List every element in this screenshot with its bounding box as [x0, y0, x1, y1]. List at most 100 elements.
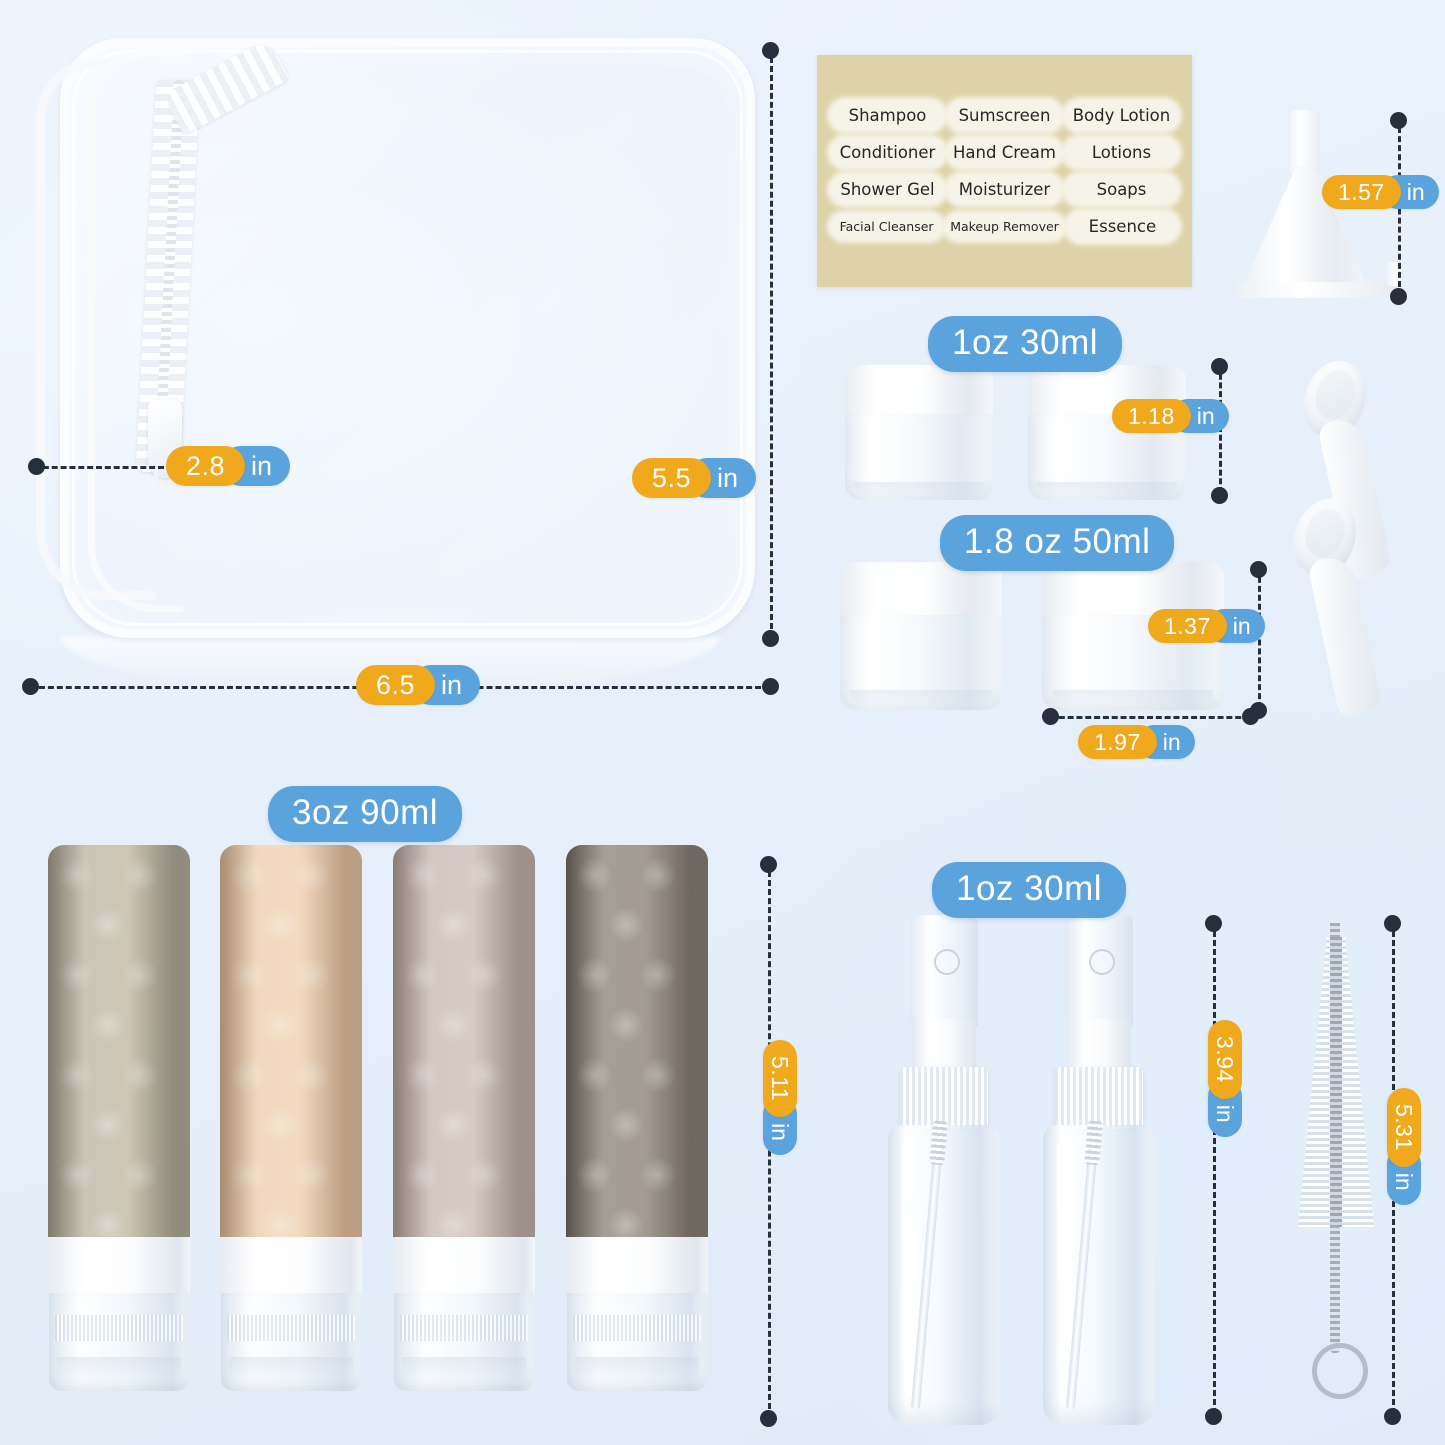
tube-body: [566, 845, 708, 1240]
funnel-neck: [1290, 110, 1320, 172]
silicone-travel-tube: [566, 845, 708, 1415]
funnel-base: [1237, 262, 1401, 298]
silicone-travel-tube: [220, 845, 362, 1415]
leader-dot: [1242, 708, 1259, 725]
dimension-badge-tube-height: 5.11 in: [760, 1040, 800, 1155]
label-pill: Body Lotion: [1065, 101, 1178, 130]
label-pill: Facial Cleanser: [831, 214, 943, 239]
leader-dot: [762, 678, 779, 695]
label-pill: Shampoo: [831, 101, 944, 130]
label-pill: Lotions: [1065, 138, 1178, 167]
brush-hanging-ring: [1312, 1343, 1368, 1399]
tube-white-band: [566, 1237, 708, 1295]
tube-body: [48, 845, 190, 1240]
tube-clear-cap: [567, 1293, 707, 1391]
spray-clear-cap: [910, 915, 978, 1027]
dimension-value: 1.57: [1322, 175, 1401, 209]
dimension-badge-brush-height: 5.31 in: [1384, 1088, 1424, 1205]
dimension-badge-funnel: 1.57 in: [1322, 172, 1439, 212]
label-pill: Soaps: [1065, 175, 1178, 204]
label-row: Conditioner Hand Cream Lotions: [829, 138, 1180, 167]
cleaning-brush: [1298, 915, 1374, 1415]
spray-bottle-body: [888, 1125, 1000, 1425]
dimension-badge-pouch-depth: 5.5 in: [632, 458, 757, 498]
tube-white-band: [393, 1237, 535, 1295]
tube-clear-cap: [394, 1293, 534, 1391]
dimension-value: 1.18: [1112, 399, 1191, 433]
label-row: Facial Cleanser Makeup Remover Essence: [829, 212, 1180, 241]
leader-dot: [1384, 1408, 1401, 1425]
brush-tip: [1330, 923, 1340, 943]
jar-body: [845, 413, 993, 500]
leader-dot: [762, 42, 779, 59]
tube-body: [393, 845, 535, 1240]
leader-pouch-height: [34, 466, 164, 469]
leader-dot: [22, 678, 39, 695]
spray-bottle: [888, 915, 1000, 1425]
brush-bristles: [1298, 937, 1374, 1227]
spray-collar: [1055, 1067, 1143, 1129]
dimension-badge-small-jar-height: 1.18 in: [1112, 396, 1229, 436]
leader-dot: [1390, 112, 1407, 129]
label-row: Shampoo Sumscreen Body Lotion: [829, 101, 1180, 130]
dimension-badge-spray-height: 3.94 in: [1205, 1020, 1245, 1137]
spray-nozzle: [912, 1019, 976, 1075]
label-pill: Shower Gel: [831, 175, 944, 204]
leader-dot: [1384, 915, 1401, 932]
sticker-label-sheet: Shampoo Sumscreen Body Lotion Conditione…: [817, 55, 1192, 287]
leader-dot: [1390, 288, 1407, 305]
capacity-badge-large-jars: 1.8 oz 50ml: [940, 515, 1175, 571]
spray-collar: [900, 1067, 988, 1129]
label-row: Shower Gel Moisturizer Soaps: [829, 175, 1180, 204]
dimension-badge-large-jar-height: 1.37 in: [1148, 606, 1265, 646]
dimension-value: 6.5: [356, 665, 436, 705]
leader-dot: [1042, 708, 1059, 725]
cream-jar-small: [845, 365, 993, 500]
dimension-value: 5.31: [1387, 1088, 1421, 1167]
dimension-value: 5.5: [632, 458, 712, 498]
capacity-badge-spray-bottles: 1oz 30ml: [932, 862, 1127, 918]
toiletry-pouch: [28, 28, 763, 660]
spray-bottle: [1043, 915, 1155, 1425]
leader-dot: [1205, 915, 1222, 932]
jar-body: [1028, 413, 1186, 500]
label-pill: Essence: [1066, 212, 1178, 241]
leader-dot: [1211, 358, 1228, 375]
label-pill: Sumscreen: [948, 101, 1061, 130]
capacity-badge-tubes: 3oz 90ml: [268, 786, 463, 842]
leader-dot: [1250, 561, 1267, 578]
silicone-travel-tube: [393, 845, 535, 1415]
spray-clear-cap: [1065, 915, 1133, 1027]
leader-dot: [28, 458, 45, 475]
dimension-value: 2.8: [166, 446, 246, 486]
leader-dot: [760, 1410, 777, 1427]
tube-body: [220, 845, 362, 1240]
dimension-badge-large-jar-width: 1.97 in: [1078, 722, 1195, 762]
leader-pouch-right: [770, 48, 773, 638]
dimension-value: 3.94: [1208, 1020, 1242, 1099]
leader-dot: [760, 856, 777, 873]
brush-wire-handle: [1330, 1225, 1340, 1353]
dimension-value: 1.97: [1078, 725, 1157, 759]
label-pill: Hand Cream: [948, 138, 1061, 167]
funnel: [1237, 110, 1401, 305]
dimension-value: 1.37: [1148, 609, 1227, 643]
jar-lid: [1042, 562, 1224, 619]
label-pill: Moisturizer: [948, 175, 1061, 204]
tube-clear-cap: [49, 1293, 189, 1391]
jar-lid: [840, 562, 1002, 619]
leader-large-jar-width: [1050, 716, 1250, 719]
leader-spray-height: [1213, 922, 1216, 1414]
spatula-handle: [1306, 553, 1384, 719]
pouch-seam: [88, 50, 183, 612]
dimension-value: 5.11: [763, 1040, 797, 1118]
leader-dot: [1205, 1408, 1222, 1425]
leader-dot: [762, 630, 779, 647]
label-pill: Makeup Remover: [946, 214, 1063, 239]
pouch-back-panel: [36, 58, 156, 600]
tube-clear-cap: [221, 1293, 361, 1391]
silicone-travel-tube: [48, 845, 190, 1415]
jar-body: [840, 615, 1002, 710]
tube-white-band: [48, 1237, 190, 1295]
